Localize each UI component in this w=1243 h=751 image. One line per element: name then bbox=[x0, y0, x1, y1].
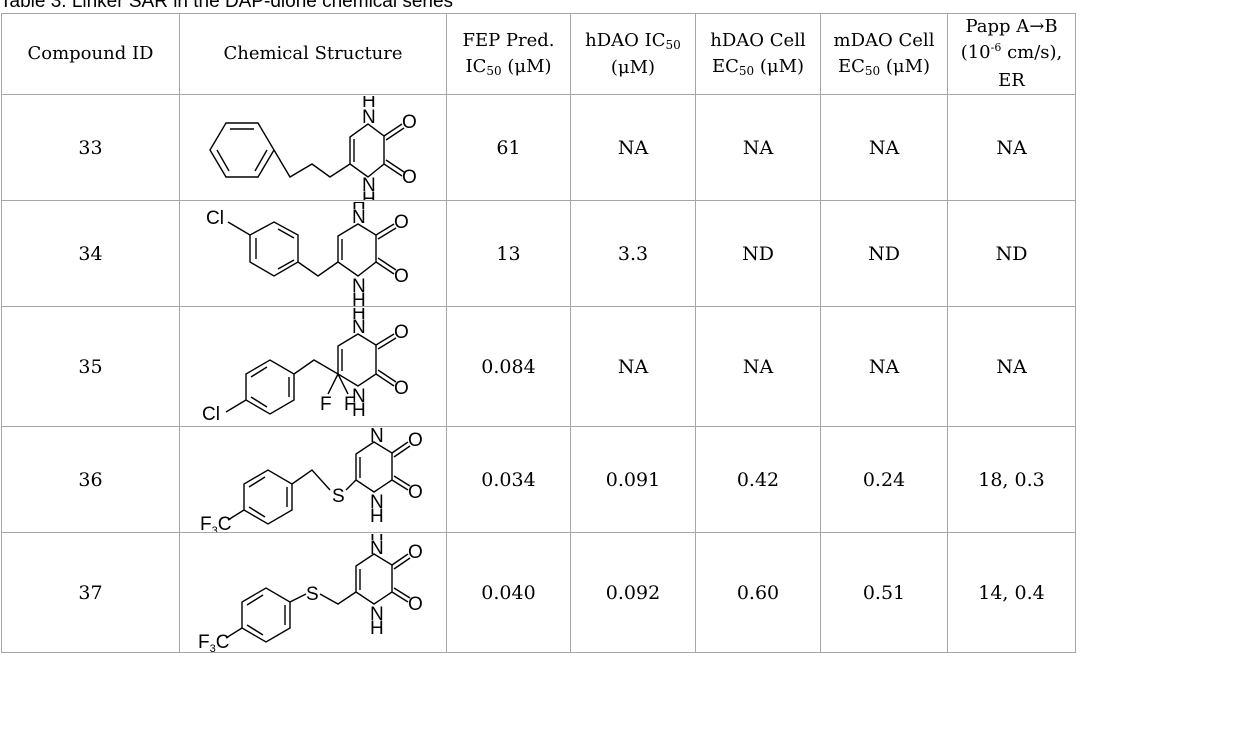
svg-text:F: F bbox=[320, 394, 332, 415]
svg-text:H: H bbox=[370, 428, 384, 434]
svg-text:N: N bbox=[352, 276, 366, 297]
compound-id: 35 bbox=[1, 306, 180, 427]
compound-id: 34 bbox=[1, 200, 180, 307]
svg-text:F3C: F3C bbox=[200, 514, 231, 532]
structure-34: Cl N H O N H O bbox=[206, 202, 409, 306]
fep-pred-value: 13 bbox=[446, 200, 571, 307]
svg-text:Cl: Cl bbox=[206, 208, 224, 229]
svg-text:O: O bbox=[394, 322, 409, 343]
svg-text:S: S bbox=[332, 486, 345, 507]
fep-pred-value: 0.034 bbox=[446, 426, 571, 533]
table-row: 37 S N H O N H O F bbox=[1, 532, 1076, 653]
svg-text:N: N bbox=[352, 317, 366, 338]
svg-text:N: N bbox=[352, 207, 366, 228]
papp-value: NA bbox=[947, 306, 1076, 427]
structure-36: S N H O N H O F3C bbox=[200, 428, 423, 532]
fep-pred-value: 61 bbox=[446, 94, 571, 201]
mdao-cell-value: 0.24 bbox=[820, 426, 948, 533]
svg-text:N: N bbox=[352, 386, 366, 407]
header-row: Compound ID Chemical Structure FEP Pred.… bbox=[1, 13, 1076, 95]
header-mdao-cell-ec50: mDAO Cell EC50 (μM) bbox=[820, 13, 948, 95]
papp-value: ND bbox=[947, 200, 1076, 307]
chemical-structure-cell: S N H O N H O F3C bbox=[179, 426, 447, 533]
table-row: 35 Cl F F N H O N bbox=[1, 306, 1076, 427]
compound-id: 33 bbox=[1, 94, 180, 201]
svg-text:O: O bbox=[408, 594, 423, 615]
svg-text:H: H bbox=[352, 308, 366, 324]
structure-35: Cl F F N H O N H O bbox=[202, 308, 409, 425]
chemical-structure-cell: Cl N H O N H O bbox=[179, 200, 447, 307]
table-row: 34 Cl N H O N H O bbox=[1, 200, 1076, 307]
chemical-structure-cell: N H O N H O bbox=[179, 94, 447, 201]
fep-pred-value: 0.084 bbox=[446, 306, 571, 427]
hdao-cell-value: NA bbox=[695, 306, 821, 427]
svg-text:N: N bbox=[362, 107, 376, 128]
hdao-ic50-value: NA bbox=[570, 94, 696, 201]
header-chemical-structure: Chemical Structure bbox=[179, 13, 447, 95]
svg-text:O: O bbox=[394, 378, 409, 399]
mdao-cell-value: NA bbox=[820, 94, 948, 201]
header-compound-id: Compound ID bbox=[1, 13, 180, 95]
svg-text:H: H bbox=[352, 202, 366, 214]
mdao-cell-value: ND bbox=[820, 200, 948, 307]
header-fep-pred: FEP Pred. IC50 (μM) bbox=[446, 13, 571, 95]
hdao-cell-value: ND bbox=[695, 200, 821, 307]
structure-33: N H O N H O bbox=[209, 96, 417, 200]
svg-text:O: O bbox=[408, 430, 423, 451]
svg-text:N: N bbox=[370, 492, 384, 513]
chemical-structure-cell: S N H O N H O F3C bbox=[179, 532, 447, 653]
svg-text:O: O bbox=[408, 542, 423, 563]
svg-text:H: H bbox=[362, 189, 376, 200]
svg-text:H: H bbox=[362, 96, 376, 112]
papp-value: NA bbox=[947, 94, 1076, 201]
header-hdao-cell-ec50: hDAO Cell EC50 (μM) bbox=[695, 13, 821, 95]
compound-id: 36 bbox=[1, 426, 180, 533]
structure-37: S N H O N H O F3C bbox=[198, 534, 423, 652]
hdao-ic50-value: 0.091 bbox=[570, 426, 696, 533]
svg-text:H: H bbox=[352, 290, 366, 306]
chemical-structure-cell: Cl F F N H O N H O bbox=[179, 306, 447, 427]
svg-text:Cl: Cl bbox=[202, 404, 220, 425]
hdao-cell-value: 0.60 bbox=[695, 532, 821, 653]
svg-text:O: O bbox=[394, 212, 409, 233]
svg-text:N: N bbox=[370, 538, 384, 559]
svg-text:F: F bbox=[344, 394, 356, 415]
hdao-ic50-value: 3.3 bbox=[570, 200, 696, 307]
svg-text:O: O bbox=[402, 112, 417, 133]
compound-id: 37 bbox=[1, 532, 180, 653]
mdao-cell-value: 0.51 bbox=[820, 532, 948, 653]
svg-text:F3C: F3C bbox=[198, 632, 229, 652]
hdao-cell-value: NA bbox=[695, 94, 821, 201]
svg-text:N: N bbox=[370, 428, 384, 447]
papp-value: 14, 0.4 bbox=[947, 532, 1076, 653]
svg-text:S: S bbox=[306, 584, 319, 605]
svg-text:H: H bbox=[370, 618, 384, 639]
svg-text:O: O bbox=[394, 266, 409, 287]
svg-text:H: H bbox=[352, 400, 366, 421]
svg-text:N: N bbox=[370, 604, 384, 625]
svg-text:O: O bbox=[402, 167, 417, 188]
table-caption: Table 3. Linker SAR in the DAP-dione che… bbox=[0, 0, 454, 12]
hdao-cell-value: 0.42 bbox=[695, 426, 821, 533]
table-row: 33 N H O N H O 61 NA NA bbox=[1, 94, 1076, 201]
svg-text:N: N bbox=[362, 175, 376, 196]
hdao-ic50-value: 0.092 bbox=[570, 532, 696, 653]
header-hdao-ic50: hDAO IC50 (μM) bbox=[570, 13, 696, 95]
sar-table: Compound ID Chemical Structure FEP Pred.… bbox=[1, 13, 1076, 653]
mdao-cell-value: NA bbox=[820, 306, 948, 427]
svg-text:H: H bbox=[370, 534, 384, 545]
svg-text:O: O bbox=[408, 482, 423, 503]
table-row: 36 S N H O N H O F bbox=[1, 426, 1076, 533]
papp-value: 18, 0.3 bbox=[947, 426, 1076, 533]
svg-text:H: H bbox=[370, 506, 384, 527]
header-papp: Papp A→B (10-6 cm/s), ER bbox=[947, 13, 1076, 95]
hdao-ic50-value: NA bbox=[570, 306, 696, 427]
fep-pred-value: 0.040 bbox=[446, 532, 571, 653]
